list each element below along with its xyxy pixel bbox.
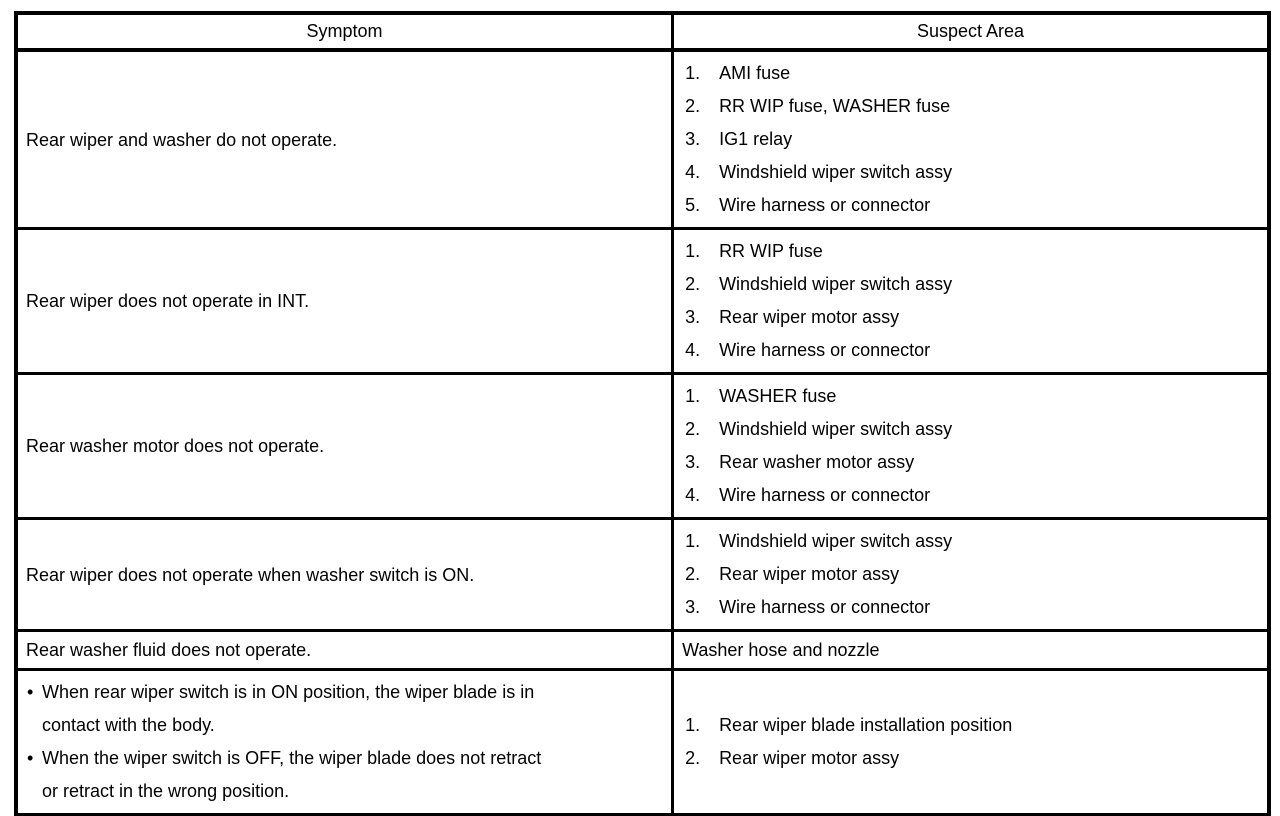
suspect-list: 1. Rear wiper blade installation position… [682, 709, 1259, 775]
suspect-cell: 1. WASHER fuse 2. Windshield wiper switch a… [671, 372, 1271, 520]
suspect-item-number: 1. [685, 63, 701, 83]
suspect-item-number: 4. [685, 485, 701, 505]
suspect-item-text: Windshield wiper switch assy [719, 531, 953, 551]
symptom-bullet-item: When the wiper switch is OFF, the wiper … [26, 742, 550, 808]
symptom-bullet-list: When rear wiper switch is in ON position… [26, 676, 550, 808]
suspect-item-text: Rear wiper blade installation position [719, 715, 1013, 735]
symptom-text: Rear wiper does not operate when washer … [26, 564, 475, 585]
suspect-list: 1. Windshield wiper switch assy 2. Rear wip… [682, 525, 1259, 624]
suspect-item-number: 4. [685, 162, 701, 182]
suspect-cell: 1. RR WIP fuse 2. Windshield wiper switch a… [671, 227, 1271, 375]
symptom-cell: Rear wiper does not operate when washer … [14, 517, 675, 632]
suspect-item-text: WASHER fuse [719, 386, 837, 406]
symptom-cell: Rear wiper and washer do not operate. [14, 48, 675, 230]
suspect-cell: Washer hose and nozzle [671, 629, 1271, 671]
suspect-item-number: 1. [685, 715, 701, 735]
suspect-item-text: Wire harness or connector [719, 340, 931, 360]
suspect-item-number: 2. [685, 96, 701, 116]
suspect-cell: 1. Windshield wiper switch assy 2. Rear wip… [671, 517, 1271, 632]
table-row: Rear washer fluid does not operate. Washe… [14, 629, 1271, 671]
header-row: Symptom Suspect Area [14, 11, 1271, 52]
suspect-cell: 1. AMI fuse 2. RR WIP fuse, WASHER fuse 3. IG… [671, 48, 1271, 230]
suspect-item-text: IG1 relay [719, 129, 793, 149]
suspect-item-text: RR WIP fuse, WASHER fuse [719, 96, 951, 116]
suspect-item-text: Rear wiper motor assy [719, 307, 900, 327]
symptom-text: Rear wiper and washer do not operate. [26, 129, 338, 150]
suspect-item-text: Rear wiper motor assy [719, 564, 900, 584]
suspect-item-number: 3. [685, 129, 701, 149]
symptom-bullet-item: When rear wiper switch is in ON position… [26, 676, 550, 742]
suspect-item: 2. Rear wiper motor assy [685, 742, 1259, 775]
suspect-text: Washer hose and nozzle [682, 640, 880, 660]
symptom-cell: Rear washer motor does not operate. [14, 372, 675, 520]
suspect-item: 1. RR WIP fuse [685, 235, 1259, 268]
suspect-item-number: 5. [685, 195, 701, 215]
suspect-item: 3. Wire harness or connector [685, 591, 1259, 624]
suspect-item: 2. RR WIP fuse, WASHER fuse [685, 90, 1259, 123]
symptom-cell: When rear wiper switch is in ON position… [14, 668, 675, 816]
suspect-item: 1. Windshield wiper switch assy [685, 525, 1259, 558]
suspect-item: 3. IG1 relay [685, 123, 1259, 156]
suspect-item: 3. Rear wiper motor assy [685, 301, 1259, 334]
suspect-item: 4. Windshield wiper switch assy [685, 156, 1259, 189]
suspect-item-text: Windshield wiper switch assy [719, 162, 953, 182]
table-row: Rear wiper does not operate when washer … [14, 517, 1271, 632]
suspect-item-number: 3. [685, 452, 701, 472]
symptom-text: Rear washer motor does not operate. [26, 436, 325, 456]
suspect-item-text: RR WIP fuse [719, 241, 823, 261]
table-row: When rear wiper switch is in ON position… [14, 668, 1271, 816]
suspect-item: 2. Rear wiper motor assy [685, 558, 1259, 591]
suspect-item: 5. Wire harness or connector [685, 189, 1259, 222]
suspect-item-number: 2. [685, 564, 701, 584]
suspect-item: 1. Rear wiper blade installation position [685, 709, 1259, 742]
suspect-item: 1. AMI fuse [685, 57, 1259, 90]
suspect-item-number: 2. [685, 274, 701, 294]
suspect-item-number: 3. [685, 307, 701, 327]
suspect-list: 1. AMI fuse 2. RR WIP fuse, WASHER fuse 3. IG… [682, 57, 1259, 222]
suspect-item-text: Windshield wiper switch assy [719, 274, 953, 294]
suspect-item-text: Wire harness or connector [719, 485, 931, 505]
table-row: Rear wiper does not operate in INT. 1. RR … [14, 227, 1271, 375]
symptom-text: Rear wiper does not operate in INT. [26, 291, 310, 311]
table-row: Rear washer motor does not operate. 1. WAS… [14, 372, 1271, 520]
suspect-item-number: 2. [685, 748, 701, 768]
suspect-list: 1. WASHER fuse 2. Windshield wiper switch a… [682, 380, 1259, 512]
symptom-suspect-table: Symptom Suspect Area Rear wiper and wash… [14, 11, 1271, 816]
suspect-item: 1. WASHER fuse [685, 380, 1259, 413]
symptom-text: Rear washer fluid does not operate. [26, 640, 312, 660]
suspect-item-text: AMI fuse [719, 63, 791, 83]
suspect-item-text: Wire harness or connector [719, 195, 931, 215]
suspect-item: 2. Windshield wiper switch assy [685, 413, 1259, 446]
suspect-area-column-header: Suspect Area [671, 11, 1271, 52]
suspect-item-number: 1. [685, 386, 701, 406]
suspect-item-number: 2. [685, 419, 701, 439]
suspect-item: 2. Windshield wiper switch assy [685, 268, 1259, 301]
suspect-cell: 1. Rear wiper blade installation position… [671, 668, 1271, 816]
suspect-list: 1. RR WIP fuse 2. Windshield wiper switch a… [682, 235, 1259, 367]
table-row: Rear wiper and washer do not operate. 1. A… [14, 48, 1271, 230]
suspect-item-text: Rear washer motor assy [719, 452, 915, 472]
symptom-cell: Rear wiper does not operate in INT. [14, 227, 675, 375]
suspect-item-number: 1. [685, 241, 701, 261]
suspect-item-number: 3. [685, 597, 701, 617]
suspect-item: 3. Rear washer motor assy [685, 446, 1259, 479]
suspect-item-text: Wire harness or connector [719, 597, 931, 617]
suspect-item: 4. Wire harness or connector [685, 334, 1259, 367]
suspect-item-text: Rear wiper motor assy [719, 748, 900, 768]
suspect-item: 4. Wire harness or connector [685, 479, 1259, 512]
symptom-cell: Rear washer fluid does not operate. [14, 629, 675, 671]
table-body: Rear wiper and washer do not operate. 1. A… [14, 48, 1271, 816]
table-header: Symptom Suspect Area [14, 11, 1271, 52]
symptom-column-header: Symptom [14, 11, 675, 52]
suspect-item-number: 1. [685, 531, 701, 551]
suspect-item-text: Windshield wiper switch assy [719, 419, 953, 439]
suspect-item-number: 4. [685, 340, 701, 360]
